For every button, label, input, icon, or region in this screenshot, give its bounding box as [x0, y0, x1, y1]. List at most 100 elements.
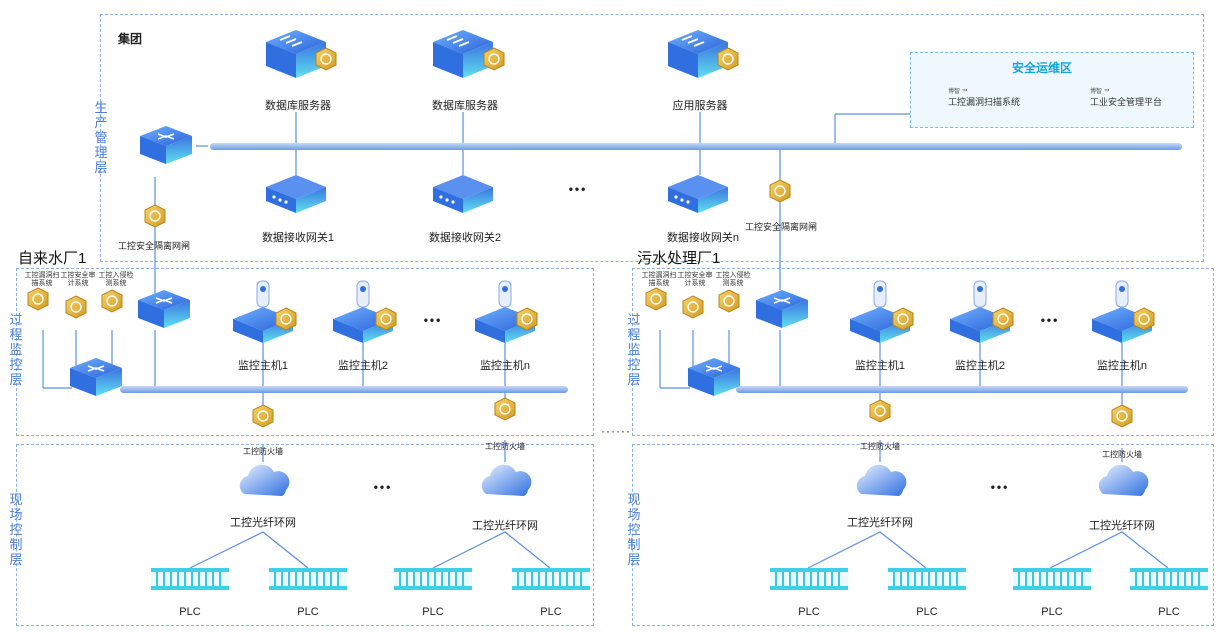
plc-device [393, 567, 473, 591]
shield-icon [275, 307, 297, 331]
vuln-scan-icon [27, 287, 49, 311]
plant2-process-bus [736, 386, 1188, 393]
firewall-icon [1111, 404, 1133, 428]
plant1-process-zone [16, 268, 594, 436]
plant2-ring-ellipsis: ••• [990, 480, 1010, 494]
plant1-plc-1: PLC [179, 606, 201, 618]
security-item-2-brand: 博智 ™ [1090, 89, 1110, 95]
plant2-process-layer-label: 过程监控层 [627, 312, 641, 387]
isolation-gate-icon [769, 179, 791, 203]
plant1-ring-2: 工控光纤环网 [472, 520, 538, 532]
intrusion-detect-icon [101, 289, 123, 313]
gateway-1-label: 数据接收网关1 [261, 232, 335, 244]
plc-device [1012, 567, 1092, 591]
security-ops-zone [910, 52, 1194, 128]
plant1-tool-2: 工控安全审计系统 [60, 272, 96, 287]
firewall-icon [869, 399, 891, 423]
security-item-1-brand: 博智 ™ [948, 89, 968, 95]
plant1-tool-3: 工控入侵检测系统 [98, 272, 134, 287]
db-server-2-label: 数据库服务器 [432, 100, 498, 112]
plant2-plc-3: PLC [1041, 606, 1063, 618]
plant1-plc-2: PLC [297, 606, 319, 618]
db-server-1-label: 数据库服务器 [265, 100, 331, 112]
plant2-field-zone [632, 444, 1214, 626]
plant2-monitor-ellipsis: ••• [1040, 313, 1060, 327]
plc-device [1129, 567, 1209, 591]
ring-network-icon [1098, 464, 1149, 496]
firewall-icon [494, 397, 516, 421]
gateway-ellipsis: ••• [568, 182, 588, 196]
plant2-monitor-2: 监控主机2 [954, 360, 1006, 372]
shield-icon [516, 307, 538, 331]
ring-network-icon [856, 464, 907, 496]
plant2-ring-1: 工控光纤环网 [847, 517, 913, 529]
plc-device [268, 567, 348, 591]
plant1-ring-1: 工控光纤环网 [230, 517, 296, 529]
vuln-scan-icon [645, 287, 667, 311]
gateway-2 [433, 175, 493, 213]
plant2-tool-1: 工控漏洞扫描系统 [641, 272, 677, 287]
shield-icon [483, 47, 505, 71]
plant1-firewall-1: 工控防火墙 [243, 447, 283, 456]
plant2-core-switch [687, 357, 741, 397]
audit-icon [65, 295, 87, 319]
isolation-gate-right-label: 工控安全隔离网闸 [744, 222, 818, 232]
plant2-ring-2: 工控光纤环网 [1089, 520, 1155, 532]
firewall-icon [252, 404, 274, 428]
group-zone [100, 14, 1204, 262]
gateway-1 [266, 175, 326, 213]
plc-device [769, 567, 849, 591]
plant1-ring-ellipsis: ••• [373, 480, 393, 494]
group-bus [210, 143, 1182, 150]
plant2-plc-4: PLC [1158, 606, 1180, 618]
ring-network-icon [481, 464, 532, 496]
plant1-monitor-1: 监控主机1 [237, 360, 289, 372]
security-item-2-name: 工业安全管理平台 [1090, 97, 1163, 107]
plant1-field-layer-label: 现场控制层 [9, 492, 23, 567]
plant2-firewall-2: 工控防火墙 [1102, 450, 1142, 459]
group-core-switch [139, 125, 193, 165]
ring-network-icon [239, 464, 290, 496]
plc-device [887, 567, 967, 591]
plant2-monitor-n: 监控主机n [1096, 360, 1148, 372]
plant1-title: 自来水厂1 [18, 250, 87, 267]
plant2-firewall-1: 工控防火墙 [860, 442, 900, 451]
gateway-n [668, 175, 728, 213]
shield-icon [992, 307, 1014, 331]
gateway-n-label: 数据接收网关n [666, 232, 740, 244]
group-title: 集团 [118, 32, 143, 46]
security-zone-title: 安全运维区 [1012, 61, 1073, 75]
gateway-2-label: 数据接收网关2 [428, 232, 502, 244]
plant2-field-layer-label: 现场控制层 [627, 492, 641, 567]
plant2-tool-3: 工控入侵检测系统 [715, 272, 751, 287]
plant2-title: 污水处理厂1 [637, 250, 721, 267]
plant2-tool-2: 工控安全审计系统 [677, 272, 713, 287]
plant1-plc-4: PLC [540, 606, 562, 618]
shield-icon [717, 47, 739, 71]
app-server-label: 应用服务器 [672, 100, 728, 112]
plc-device [511, 567, 591, 591]
plant1-process-bus [120, 386, 568, 393]
plant1-core-switch [69, 357, 123, 397]
shield-icon [375, 307, 397, 331]
intrusion-detect-icon [718, 289, 740, 313]
plant2-process-zone [632, 268, 1214, 436]
isolation-gate-left-label: 工控安全隔离网闸 [117, 241, 191, 251]
between-plants-ellipsis: ······ [601, 424, 631, 438]
plant1-access-switch [137, 289, 191, 329]
plant1-plc-3: PLC [422, 606, 444, 618]
plant1-monitor-n: 监控主机n [479, 360, 531, 372]
plant1-monitor-ellipsis: ••• [423, 313, 443, 327]
shield-icon [315, 47, 337, 71]
plant1-firewall-2: 工控防火墙 [485, 442, 525, 451]
production-layer-label: 生产管理层 [94, 100, 108, 175]
shield-icon [892, 307, 914, 331]
plc-device [150, 567, 230, 591]
plant2-plc-1: PLC [798, 606, 820, 618]
security-item-1-name: 工控漏洞扫描系统 [948, 97, 1021, 107]
plant2-access-switch [755, 289, 809, 329]
shield-icon [1133, 307, 1155, 331]
plant1-monitor-2: 监控主机2 [337, 360, 389, 372]
plant1-process-layer-label: 过程监控层 [9, 312, 23, 387]
